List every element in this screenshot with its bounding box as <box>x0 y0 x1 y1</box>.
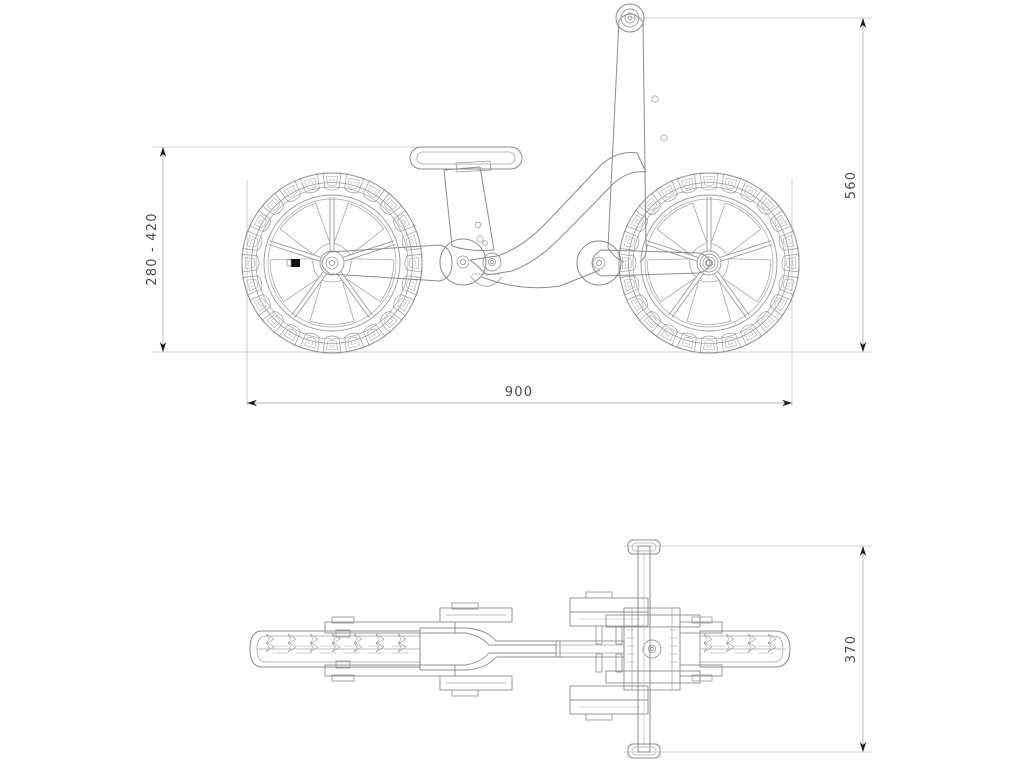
side-elevation-view: 280 - 420 560 900 <box>145 3 872 407</box>
valve-stem-marker <box>291 259 300 267</box>
dimension-arrow-down <box>859 342 867 352</box>
plan-rear-wheel <box>249 630 421 668</box>
plan-crank <box>439 602 513 697</box>
handlebar-height-dimension-label: 560 <box>844 171 859 199</box>
dimension-arrow-up <box>859 546 867 556</box>
front-wheel-windows <box>646 202 772 325</box>
rear-wheel-windows <box>269 202 395 325</box>
dimension-arrow-up <box>859 18 867 28</box>
crank-hub <box>439 235 503 287</box>
plan-view-extension-lines <box>624 545 872 753</box>
top-plan-view: 370 <box>249 539 872 759</box>
plan-handlebar <box>627 539 661 759</box>
front-hub-pivot <box>576 240 719 286</box>
seat-height-dimension-label: 280 - 420 <box>145 212 160 285</box>
seat <box>409 146 523 170</box>
handlebar-height-dimension: 560 <box>844 18 867 352</box>
seat-height-dimension: 280 - 420 <box>145 147 167 352</box>
overall-width-dimension-label: 370 <box>844 635 859 663</box>
dimension-arrow-down <box>159 342 167 352</box>
rear-fork <box>321 244 453 282</box>
plan-front-wheel <box>679 616 791 682</box>
rear-wheel <box>241 172 423 354</box>
dimension-arrow-down <box>859 742 867 752</box>
plan-steering-linkage <box>569 591 649 721</box>
overall-length-dimension: 900 <box>247 385 792 407</box>
dimension-arrow-right <box>782 399 792 407</box>
plan-rear-fork <box>324 616 456 682</box>
dimension-arrow-up <box>159 147 167 157</box>
dimension-arrow-left <box>247 399 257 407</box>
footrest <box>469 275 503 287</box>
plan-steering-clamp <box>605 607 701 691</box>
overall-length-dimension-label: 900 <box>505 385 533 400</box>
overall-width-dimension: 370 <box>844 546 867 752</box>
handlebar <box>615 3 645 33</box>
frame-tube <box>469 152 647 289</box>
